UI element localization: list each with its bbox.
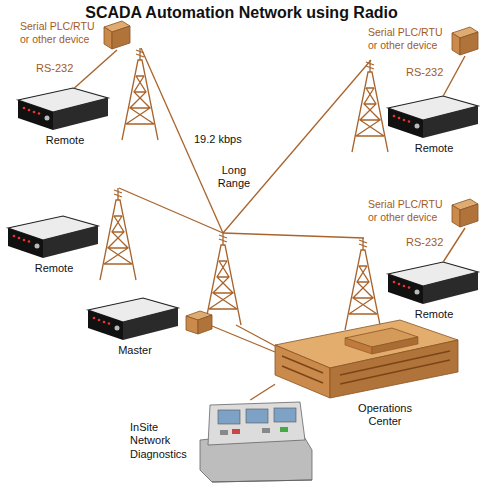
operations-center: Operations Center (275, 318, 460, 428)
radio-tower (122, 48, 158, 140)
node-label: Operations Center (353, 402, 417, 428)
link-annotation: 19.2 kbps (194, 133, 254, 146)
radio-modem-icon (88, 298, 178, 340)
device-caption: Serial PLC/RTU or other device (368, 26, 450, 51)
radio-towers (100, 48, 388, 330)
node-label: Remote (388, 142, 480, 155)
radio-modem-icon (388, 262, 478, 304)
interface-label: RS-232 (404, 66, 445, 79)
equipment-shed (186, 311, 212, 334)
diagram-title: SCADA Automation Network using Radio (0, 4, 483, 22)
cable-connector (443, 228, 465, 262)
cable-connector (443, 56, 465, 96)
diagnostics-station: InSite Network Diagnostics (130, 400, 315, 482)
device-caption: Serial PLC/RTU or other device (20, 20, 102, 45)
radio-modem-icon (388, 96, 478, 138)
device-caption: Serial PLC/RTU or other device (368, 198, 450, 223)
cable-connector (250, 384, 275, 400)
plc-cube (104, 21, 130, 49)
radio-links (119, 48, 371, 238)
plc-cube (452, 199, 478, 227)
plc-device: Serial PLC/RTU or other device (20, 20, 132, 50)
plc-cube (452, 27, 478, 55)
node-label: Remote (8, 262, 100, 275)
node-label: InSite Network Diagnostics (130, 421, 194, 461)
radio-tower (352, 60, 388, 152)
diagnostics-console (200, 402, 312, 482)
radio-tower (205, 233, 241, 325)
radio-modem: Remote (18, 88, 112, 147)
radio-modem-icon (18, 88, 108, 130)
node-label: Remote (388, 308, 480, 321)
radio-modem: Master (88, 298, 182, 357)
link-annotation: Long Range (212, 164, 256, 190)
radio-tower (345, 238, 381, 330)
plc-cubes (104, 21, 478, 227)
operations-building (275, 320, 458, 398)
cable-connector (74, 50, 117, 88)
node-label: Remote (18, 134, 112, 147)
radio-modem: Remote (388, 262, 480, 321)
interface-label: RS-232 (34, 62, 75, 75)
radio-modems (8, 88, 478, 340)
radio-modem-icon (8, 216, 98, 258)
plc-device: Serial PLC/RTU or other device (368, 26, 480, 56)
radio-modem: Remote (388, 96, 480, 155)
site-cables (212, 325, 277, 352)
radio-modem: Remote (8, 216, 100, 275)
plc-device: Serial PLC/RTU or other device (368, 198, 480, 228)
node-label: Master (88, 344, 182, 357)
interface-label: RS-232 (404, 236, 445, 249)
radio-tower (100, 188, 136, 280)
